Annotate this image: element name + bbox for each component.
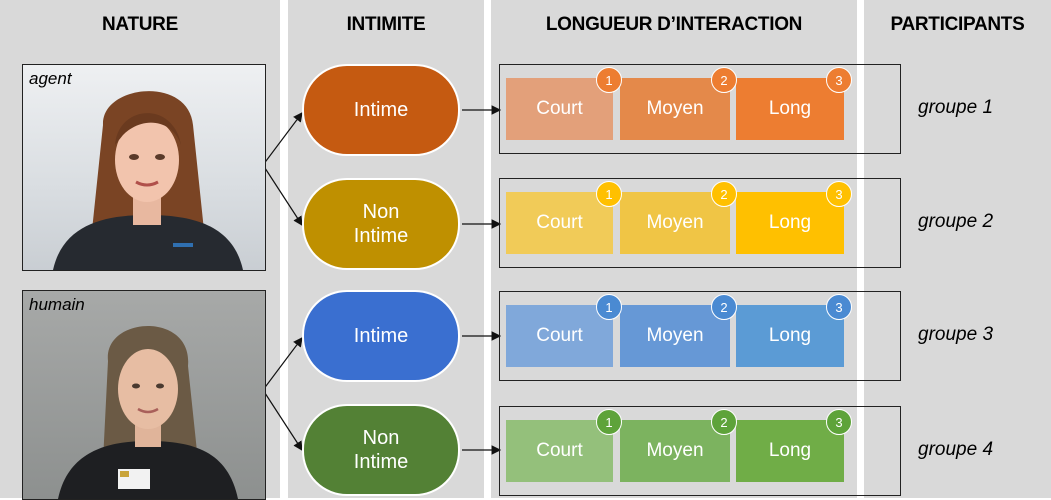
- segment-label: Moyen: [646, 440, 704, 461]
- group-label-4: groupe 4: [918, 439, 994, 460]
- segment-label: Long: [768, 98, 812, 119]
- segment-long: Long: [736, 78, 844, 140]
- pill-intime-humain: Intime: [302, 290, 460, 382]
- humain-label: humain: [29, 295, 85, 314]
- segment-label: Long: [768, 212, 812, 233]
- segment-label: Long: [768, 325, 812, 346]
- segment-label: Court: [536, 440, 583, 461]
- segment-long: Long: [736, 420, 844, 482]
- segment-moyen: Moyen: [620, 192, 730, 254]
- segment-long: Long: [736, 305, 844, 367]
- pill-label: Intime: [353, 99, 409, 121]
- segment-label: Court: [536, 325, 583, 346]
- row-frame-1: [499, 64, 901, 154]
- pill-label: Non Intime: [353, 427, 409, 473]
- group-label-3: groupe 3: [918, 324, 994, 345]
- badge-2: 2: [711, 67, 737, 93]
- segment-label: Court: [536, 98, 583, 119]
- segment-label: Long: [768, 440, 812, 461]
- segment-court: Court: [506, 420, 613, 482]
- column-header-intimite: INTIMITE: [346, 14, 426, 35]
- column-header-longueur: LONGUEUR D’INTERACTION: [545, 14, 803, 35]
- segment-moyen: Moyen: [620, 78, 730, 140]
- segment-moyen: Moyen: [620, 305, 730, 367]
- segment-court: Court: [506, 192, 613, 254]
- segment-label: Moyen: [646, 325, 704, 346]
- column-header-nature: NATURE: [102, 14, 178, 35]
- pill-label: Non Intime: [353, 201, 409, 247]
- row-frame-4: [499, 406, 901, 496]
- column-participants: PARTICIPANTS: [864, 0, 1051, 498]
- agent-photo: agent: [22, 64, 266, 271]
- badge-3: 3: [826, 181, 852, 207]
- badge-3: 3: [826, 67, 852, 93]
- segment-label: Moyen: [646, 98, 704, 119]
- agent-avatar-illustration: [53, 91, 243, 270]
- badge-1: 1: [596, 294, 622, 320]
- segment-court: Court: [506, 78, 613, 140]
- column-header-participants: PARTICIPANTS: [890, 14, 1025, 35]
- badge-2: 2: [711, 409, 737, 435]
- badge-3: 3: [826, 294, 852, 320]
- pill-nonintime-humain: Non Intime: [302, 404, 460, 496]
- row-frame-3: [499, 291, 901, 381]
- badge-1: 1: [596, 409, 622, 435]
- badge-2: 2: [711, 181, 737, 207]
- segment-long: Long: [736, 192, 844, 254]
- pill-intime-agent: Intime: [302, 64, 460, 156]
- badge-1: 1: [596, 181, 622, 207]
- pill-label: Intime: [353, 325, 409, 347]
- humain-photo: humain: [22, 290, 266, 500]
- group-label-2: groupe 2: [918, 211, 994, 232]
- badge-1: 1: [596, 67, 622, 93]
- pill-nonintime-agent: Non Intime: [302, 178, 460, 270]
- segment-court: Court: [506, 305, 613, 367]
- group-label-1: groupe 1: [918, 97, 994, 118]
- badge-3: 3: [826, 409, 852, 435]
- segment-label: Court: [536, 212, 583, 233]
- badge-2: 2: [711, 294, 737, 320]
- segment-moyen: Moyen: [620, 420, 730, 482]
- row-frame-2: [499, 178, 901, 268]
- humain-avatar-illustration: [58, 326, 238, 499]
- agent-label: agent: [29, 69, 72, 88]
- segment-label: Moyen: [646, 212, 704, 233]
